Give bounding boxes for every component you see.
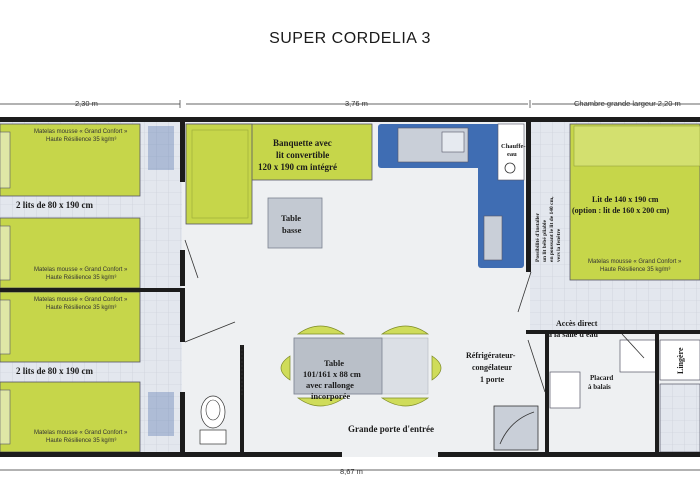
closet-label: à balais (588, 383, 611, 391)
dining-table-label: 101/161 x 88 cm (303, 369, 361, 379)
toilet-icon (199, 395, 227, 445)
water-heater-label: eau (507, 151, 517, 158)
sofa-label: 120 x 190 cm intégré (258, 162, 337, 172)
dining-table-label: avec rallonge (306, 380, 354, 390)
mattress-label: Haute Résilience 35 kg/m³ (600, 267, 670, 273)
mattress-label: Haute Résilience 35 kg/m³ (46, 275, 116, 281)
dining-table-label: incorporée (311, 391, 350, 401)
fridge-door-icon (499, 411, 535, 445)
entrance-label: Grande porte d'entrée (348, 424, 434, 434)
sofa-label: Banquette avec (273, 138, 332, 148)
water-heater-icon (504, 162, 516, 174)
beds-label-bottom: 2 lits de 80 x 190 cm (16, 366, 93, 376)
fridge-label: Réfrigérateur- (466, 351, 516, 360)
mattress-label: Matelas mousse « Grand Confort » (34, 129, 128, 135)
master-bed-label: (option : lit de 160 x 200 cm) (572, 206, 669, 215)
mattress-label: Haute Résilience 35 kg/m³ (46, 137, 116, 143)
dining-table-label: Table (324, 358, 344, 368)
shower (659, 383, 700, 453)
sofa-label: lit convertible (276, 150, 329, 160)
fridge-label: 1 porte (480, 375, 505, 384)
mattress-label: Matelas mousse « Grand Confort » (34, 430, 128, 436)
fridge-label: congélateur (472, 363, 512, 372)
walls (0, 117, 700, 457)
coffee-table-label: Table (281, 213, 301, 223)
plan-title: SUPER CORDELIA 3 (269, 30, 431, 47)
dim-left-room: 2,30 m (75, 99, 98, 108)
mattress-label: Matelas mousse « Grand Confort » (34, 297, 128, 303)
closet-label: Placard (590, 374, 613, 382)
dining-set (280, 325, 442, 407)
bath-access-label: Accès direct (556, 319, 598, 328)
svg-text:un lit bébé pliable: un lit bébé pliable (542, 219, 548, 262)
master-bed (569, 123, 700, 281)
dimension-lines (0, 100, 700, 471)
mattress-label: Haute Résilience 35 kg/m³ (46, 305, 116, 311)
master-bed-label: Lit de 140 x 190 cm (592, 195, 659, 204)
dim-master-room: Chambre grande largeur 2,20 m (574, 99, 681, 108)
mattress-label: Haute Résilience 35 kg/m³ (46, 438, 116, 444)
coffee-table-label: basse (282, 225, 302, 235)
mattress-label: Matelas mousse « Grand Confort » (588, 259, 682, 265)
linen-label: Lingère (676, 347, 685, 374)
sofa-bed (185, 123, 373, 225)
bath-access-label: à la salle d'eau (548, 330, 599, 339)
washbasin (549, 371, 581, 409)
door-swings (184, 239, 645, 395)
svg-text:Lingère: Lingère (676, 347, 685, 374)
beds-top (0, 123, 174, 289)
beds-label-top: 2 lits de 80 x 190 cm (16, 200, 93, 210)
broom-closet (619, 339, 657, 373)
dim-total: 8,67 m (340, 467, 363, 476)
svg-text:en poussant le lit de 140 cm,: en poussant le lit de 140 cm, (549, 196, 555, 262)
linen-cupboard (659, 339, 700, 381)
coffee-table (267, 197, 323, 249)
baby-cot-note: Possibilité d'installer un lit bébé plia… (535, 196, 562, 262)
water-heater-label: Chauffe- (501, 143, 526, 150)
svg-text:vers la fenêtre: vers la fenêtre (556, 228, 562, 262)
svg-text:Possibilité d'installer: Possibilité d'installer (535, 212, 541, 262)
kitchen (378, 123, 525, 268)
beds-bottom (0, 291, 174, 453)
dim-middle: 3,76 m (345, 99, 368, 108)
mattress-label: Matelas mousse « Grand Confort » (34, 267, 128, 273)
